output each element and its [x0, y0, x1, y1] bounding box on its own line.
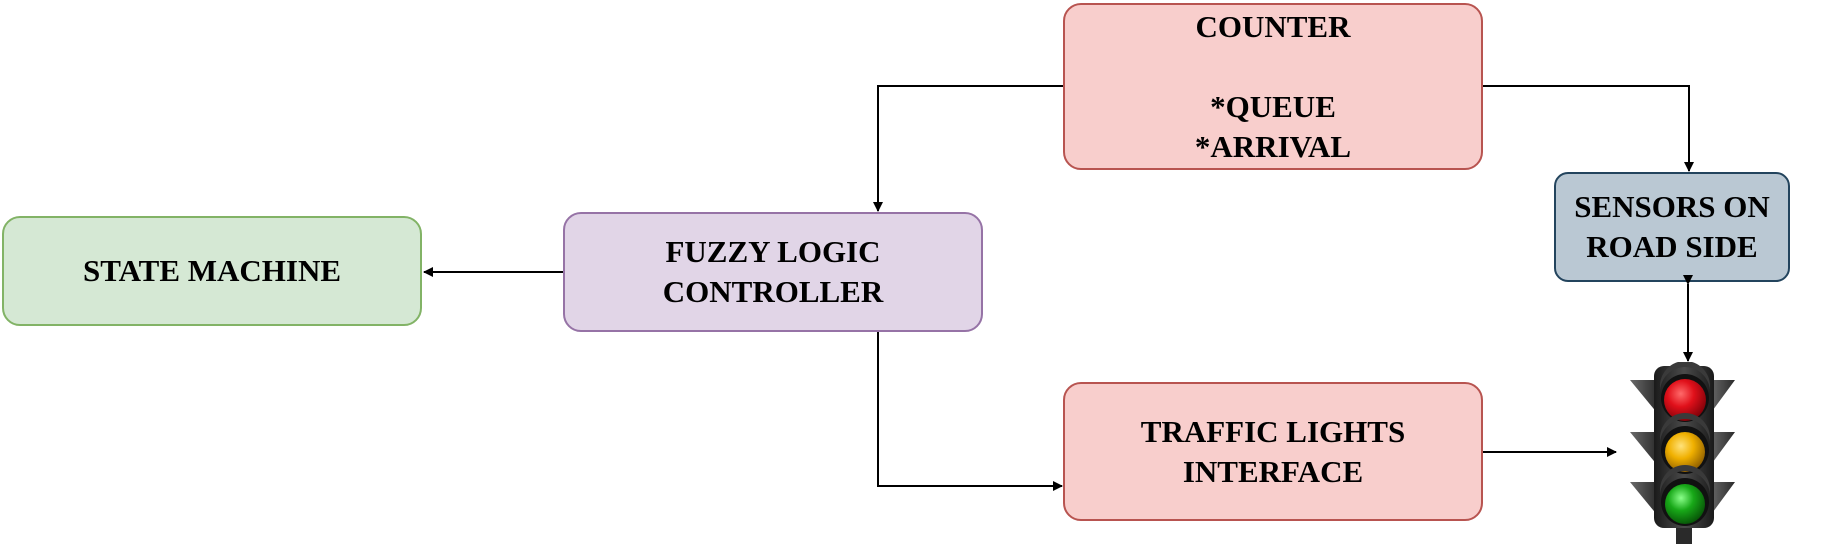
fuzzy-logic-controller-box: FUZZY LOGIC CONTROLLER — [563, 212, 983, 332]
connector-fuzzy-to-interface — [877, 332, 1063, 491]
sensors-label-line2: ROAD SIDE — [1586, 229, 1758, 264]
interface-label-line2: INTERFACE — [1182, 453, 1364, 489]
connector-counter-to-fuzzy — [873, 85, 1063, 212]
traffic-light-icon — [1630, 362, 1735, 544]
counter-box: COUNTER *QUEUE *ARRIVAL — [1063, 3, 1483, 170]
state-machine-box: STATE MACHINE — [2, 216, 422, 326]
counter-title: COUNTER — [1195, 8, 1351, 44]
connector-counter-to-sensors — [1483, 85, 1694, 172]
state-machine-label: STATE MACHINE — [82, 253, 342, 288]
fuzzy-label-line2: CONTROLLER — [662, 274, 884, 309]
fuzzy-label-line1: FUZZY LOGIC — [665, 234, 881, 269]
traffic-lights-interface-box: TRAFFIC LIGHTS INTERFACE — [1063, 382, 1483, 521]
sensors-label-line1: SENSORS ON — [1574, 189, 1770, 224]
sensors-box: SENSORS ON ROAD SIDE — [1554, 172, 1790, 282]
interface-label-line1: TRAFFIC LIGHTS — [1140, 413, 1406, 449]
counter-queue-label: *QUEUE — [1210, 88, 1336, 124]
counter-arrival-label: *ARRIVAL — [1194, 128, 1352, 164]
